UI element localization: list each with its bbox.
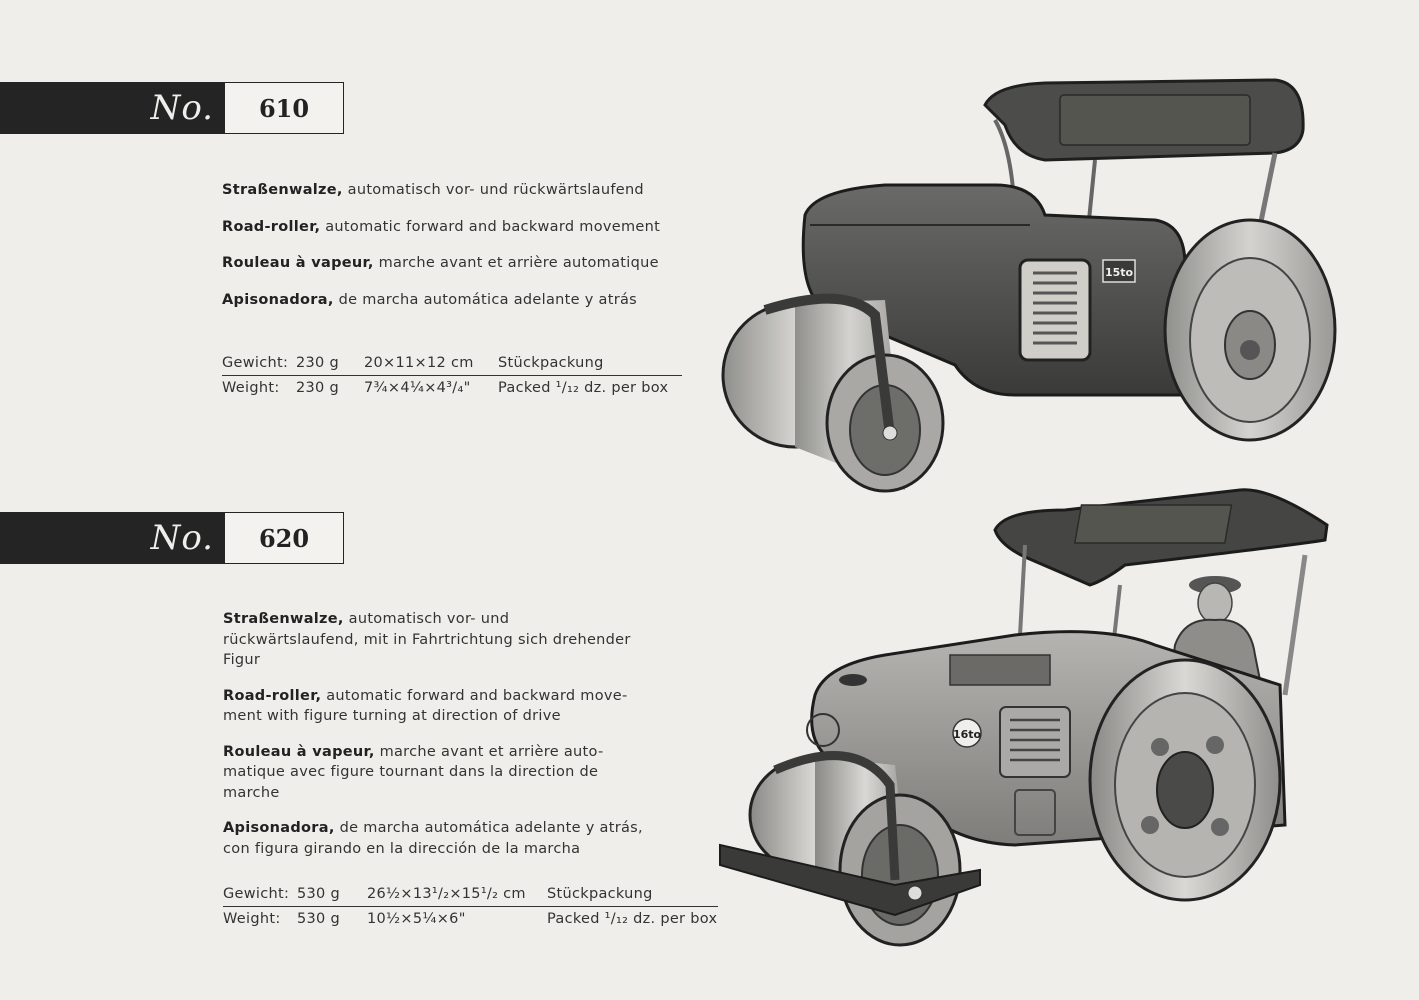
desc-line-en: Road-roller, automatic forward and backw…: [222, 218, 661, 235]
number-bar-620: No.: [0, 512, 224, 564]
tonnage-plate: 15to: [1105, 266, 1134, 279]
description-620: Straßenwalze, automatisch vor- und rückw…: [223, 609, 643, 859]
spec-row: Weight:230 g 7¾×4¼×4³/₄"Packed ¹/₁₂ dz. …: [222, 380, 669, 396]
desc-line-de: Straßenwalze, automatisch vor- und rückw…: [222, 182, 644, 198]
no-mark: No.: [150, 88, 214, 128]
item-number-610: 610: [224, 82, 344, 134]
road-roller-620-image: 16to: [719, 488, 1329, 947]
desc-line-fr: Rouleau à vapeur, marche avant et arrièr…: [222, 255, 659, 271]
tonnage-plate: 16to: [953, 728, 982, 741]
number-bar-610: No.: [0, 82, 224, 134]
spec-row: Weight:530 g 10½×5¼×6"Packed ¹/₁₂ dz. pe…: [223, 911, 718, 927]
desc-line-de: Straßenwalze, automatisch vor- und rückw…: [223, 611, 631, 668]
desc-line-en: Road-roller, automatic forward and backw…: [223, 687, 628, 725]
road-roller-610-image: 15to: [721, 78, 1337, 493]
desc-line-es: Apisonadora, de marcha automática adelan…: [223, 820, 643, 857]
no-mark: No.: [150, 518, 214, 558]
desc-line-fr: Rouleau à vapeur, marche avant et arrièr…: [223, 743, 604, 801]
description-610: Straßenwalze, automatisch vor- und rückw…: [222, 180, 692, 310]
item-number-620: 620: [224, 512, 344, 564]
desc-line-es: Apisonadora, de marcha automática adelan…: [222, 291, 638, 308]
